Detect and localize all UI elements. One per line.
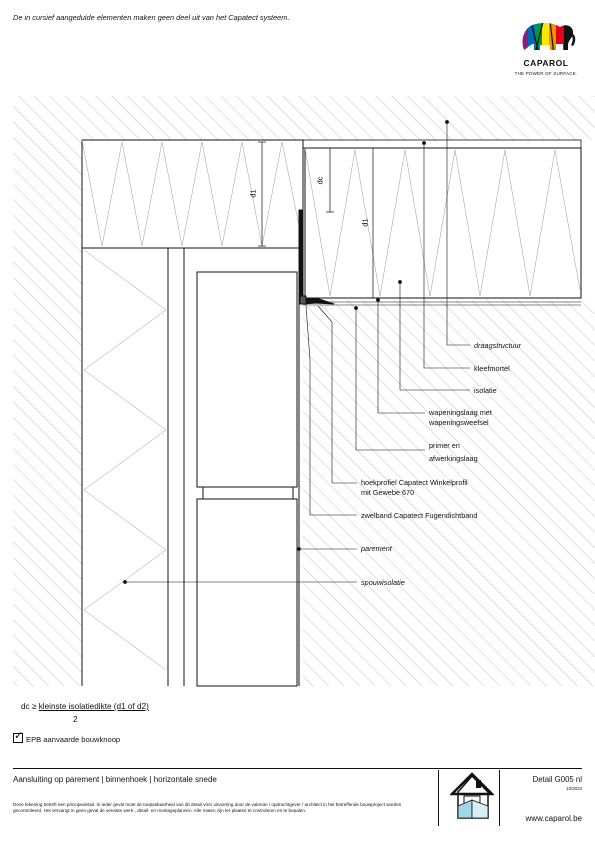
detail-date: 10/2023 (566, 786, 582, 791)
logo-tagline: THE POWER OF SURFACE. (514, 71, 578, 76)
label-hoekprofiel-2: mit Gewebe 670 (361, 488, 415, 497)
label-draagstructuur: draagstructuur (474, 341, 522, 350)
masonry-parement (183, 248, 300, 687)
dimension-dc (326, 147, 334, 213)
dim-d1-left-label: d1 (248, 189, 258, 198)
formula: dc ≥ kleinste isolatiedikte (d1 of d2) 2 (21, 702, 149, 724)
label-kleefmortel: kleefmortel (474, 364, 510, 373)
house-icon (450, 772, 494, 819)
dimension-d1-left (258, 141, 266, 247)
dim-d1-right-label: d1 (360, 218, 370, 227)
footer-separator-2 (499, 770, 500, 826)
leader-lines (123, 120, 470, 584)
logo-brand: CAPAROL (523, 58, 569, 68)
epb-label: EPB aanvaarde bouwknoop (26, 735, 121, 744)
etics-insulation-right (302, 139, 582, 306)
footer: Aansluiting op parement | binnenhoek | h… (13, 768, 582, 826)
elephant-logo-icon (522, 23, 576, 50)
label-primer-1: primer en (429, 441, 460, 450)
label-wapeningslaag-2: wapeningsweefsel (429, 418, 489, 427)
formula-denominator: 2 (73, 715, 78, 724)
label-parement: parement (361, 544, 392, 553)
corner-profile (298, 209, 335, 305)
formula-numerator: kleinste isolatiedikte (d1 of d2) (38, 702, 149, 711)
label-wapeningslaag-1: wapeningslaag met (429, 408, 492, 417)
epb-row: EPB aanvaarde bouwknoop (13, 729, 121, 744)
footer-disclaimer: Deze tekening betreft een principedetail… (13, 802, 402, 814)
formula-lhs: dc ≥ (21, 702, 37, 711)
footer-separator (438, 770, 439, 826)
detail-code: Detail G005 nl (532, 775, 582, 784)
label-zwelband: zwelband Capatect Fugendichtband (361, 511, 478, 520)
cavity-insulation (81, 248, 169, 686)
label-spouwisolatie: spouwisolatie (361, 578, 405, 587)
header-note: De in cursief aangeduide elementen maken… (13, 13, 290, 22)
label-hoekprofiel-1: hoekprofiel Capatect Winkelprofil (361, 478, 468, 487)
footer-divider (13, 768, 582, 769)
label-isolatie: isolatie (474, 386, 497, 395)
dim-dc-label: dc (315, 176, 325, 185)
dimension-d1-right (369, 147, 377, 299)
website-link[interactable]: www.caparol.be (525, 814, 582, 823)
footer-title: Aansluiting op parement | binnenhoek | h… (13, 775, 217, 784)
label-primer-2: afwerkingslaag (429, 454, 478, 463)
checkbox-checked-icon (13, 729, 23, 743)
caparol-logo: CAPAROL THE POWER OF SURFACE. (510, 18, 582, 80)
insulation-top-left (81, 139, 304, 249)
